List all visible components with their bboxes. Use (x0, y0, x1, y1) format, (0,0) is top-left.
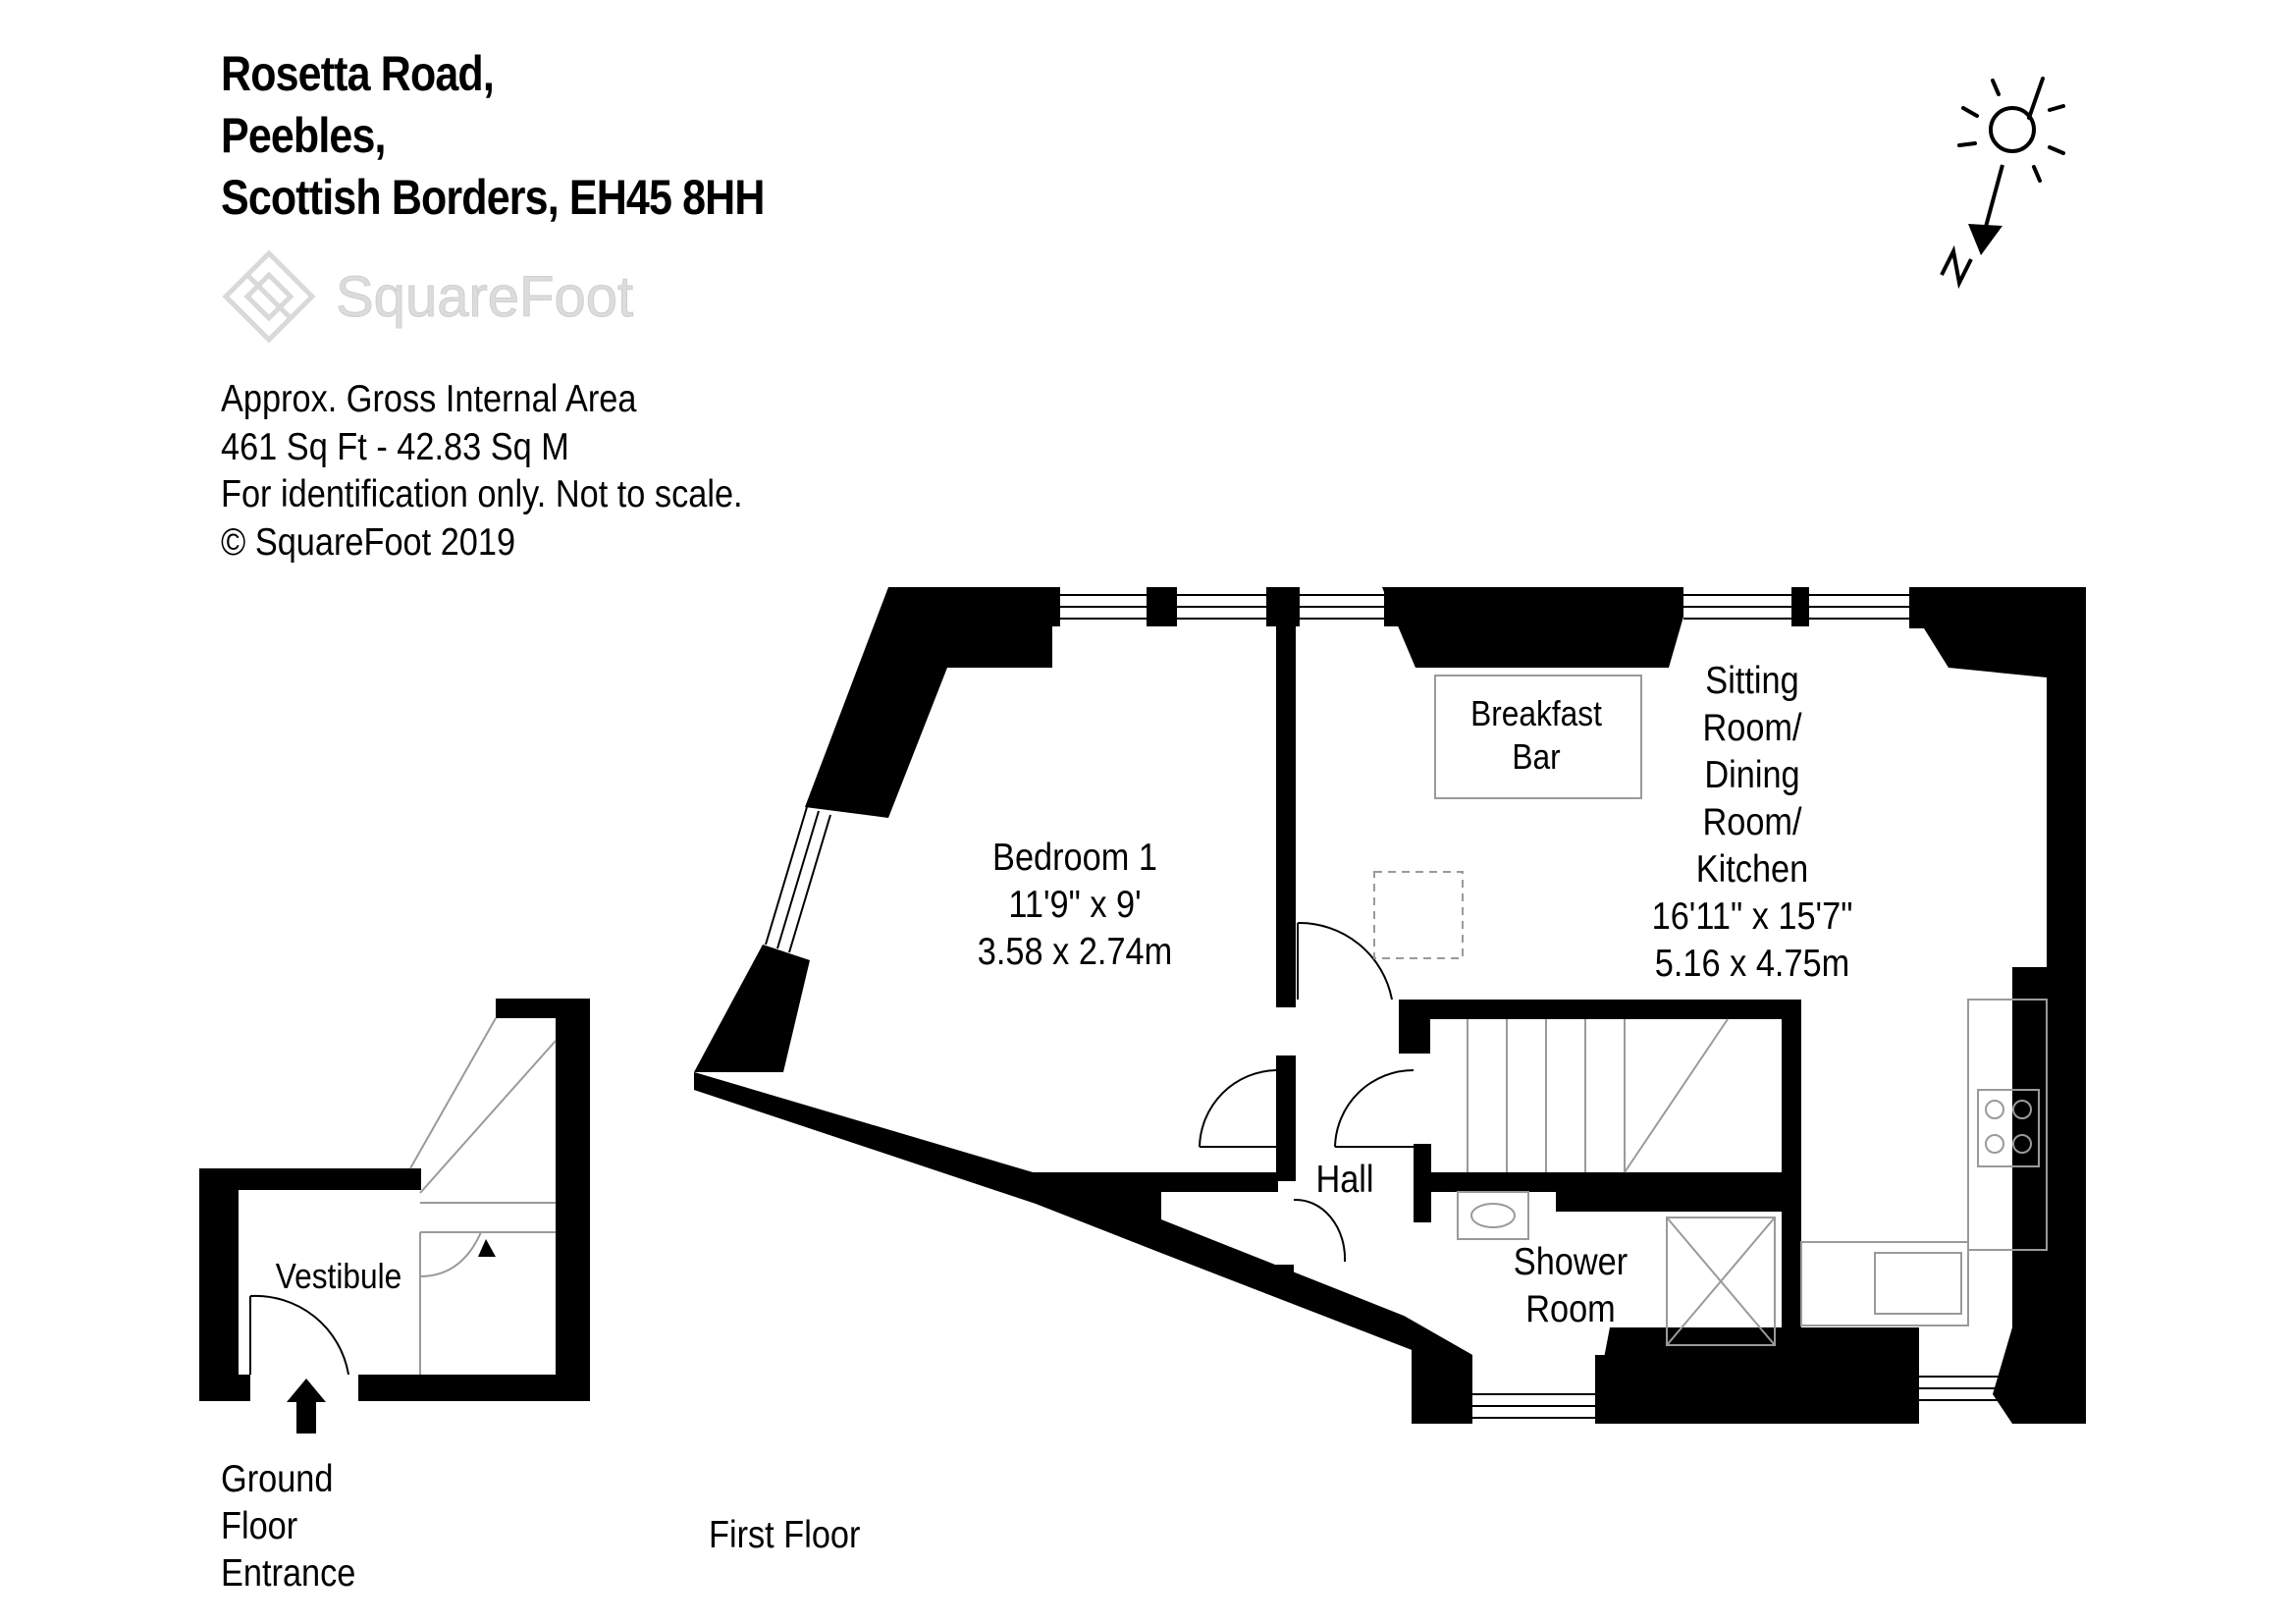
room-label-shower-room: Shower Room (1493, 1239, 1648, 1333)
area-info: Approx. Gross Internal Area 461 Sq Ft - … (221, 376, 743, 567)
fixtures (1373, 675, 2048, 1346)
shower-line-1: Shower (1513, 1241, 1629, 1283)
logo-wordmark: SquareFoot (336, 265, 633, 329)
room-label-vestibule: Vestibule (267, 1253, 410, 1300)
vestibule-name: Vestibule (275, 1256, 402, 1296)
property-address: Rosetta Road, Peebles, Scottish Borders,… (221, 43, 765, 229)
room-label-bedroom-1: Bedroom 1 11'9" x 9' 3.58 x 2.74m (958, 835, 1192, 976)
area-values: 461 Sq Ft - 42.83 Sq M (221, 425, 569, 468)
room-label-hall: Hall (1302, 1157, 1388, 1204)
bedroom-1-imperial: 11'9" x 9' (1008, 884, 1142, 926)
area-title: Approx. Gross Internal Area (221, 378, 637, 420)
floor-label-ground: Ground Floor Entrance (221, 1456, 355, 1597)
breakfast-line-2: Bar (1512, 736, 1561, 777)
address-line-3: Scottish Borders, EH45 8HH (221, 170, 765, 225)
stair-direction-icon (478, 1239, 496, 1257)
area-copyright: © SquareFoot 2019 (221, 520, 516, 564)
sitting-line-3: Dining (1704, 754, 1800, 796)
room-label-breakfast-bar: Breakfast Bar (1454, 692, 1618, 779)
sitting-line-5: Kitchen (1695, 848, 1809, 891)
hall-name: Hall (1315, 1159, 1374, 1201)
doors (1199, 921, 1415, 1263)
breakfast-line-1: Breakfast (1470, 693, 1602, 733)
shower-line-2: Room (1525, 1288, 1616, 1330)
ground-floor-walls (199, 999, 590, 1401)
vestibule-stairs (409, 1017, 557, 1375)
room-label-sitting-room: Sitting Room/ Dining Room/ Kitchen 16'11… (1627, 658, 1877, 988)
bedroom-1-name: Bedroom 1 (992, 837, 1157, 879)
sitting-imperial: 16'11" x 15'7" (1651, 895, 1853, 938)
windows (765, 594, 2012, 1419)
sitting-line-1: Sitting (1705, 660, 1799, 702)
first-floor-name: First Floor (709, 1514, 861, 1556)
sitting-line-2: Room/ (1702, 707, 1802, 749)
ground-line-2: Floor (221, 1505, 298, 1547)
address-line-2: Peebles, (221, 108, 386, 163)
ground-line-3: Entrance (221, 1552, 356, 1595)
sun-compass-icon (1940, 77, 2065, 290)
sitting-line-4: Room/ (1702, 801, 1802, 843)
sitting-metric: 5.16 x 4.75m (1654, 943, 1850, 985)
squarefoot-logo-watermark: SquareFoot (222, 249, 634, 344)
bedroom-1-metric: 3.58 x 2.74m (977, 931, 1173, 973)
floor-label-first: First Floor (709, 1512, 860, 1559)
entrance-arrow-icon (287, 1379, 326, 1434)
ground-line-1: Ground (221, 1458, 334, 1500)
area-disclaimer: For identification only. Not to scale. (221, 473, 743, 515)
north-arrow-icon (1968, 224, 2002, 255)
address-line-1: Rosetta Road, (221, 46, 495, 101)
